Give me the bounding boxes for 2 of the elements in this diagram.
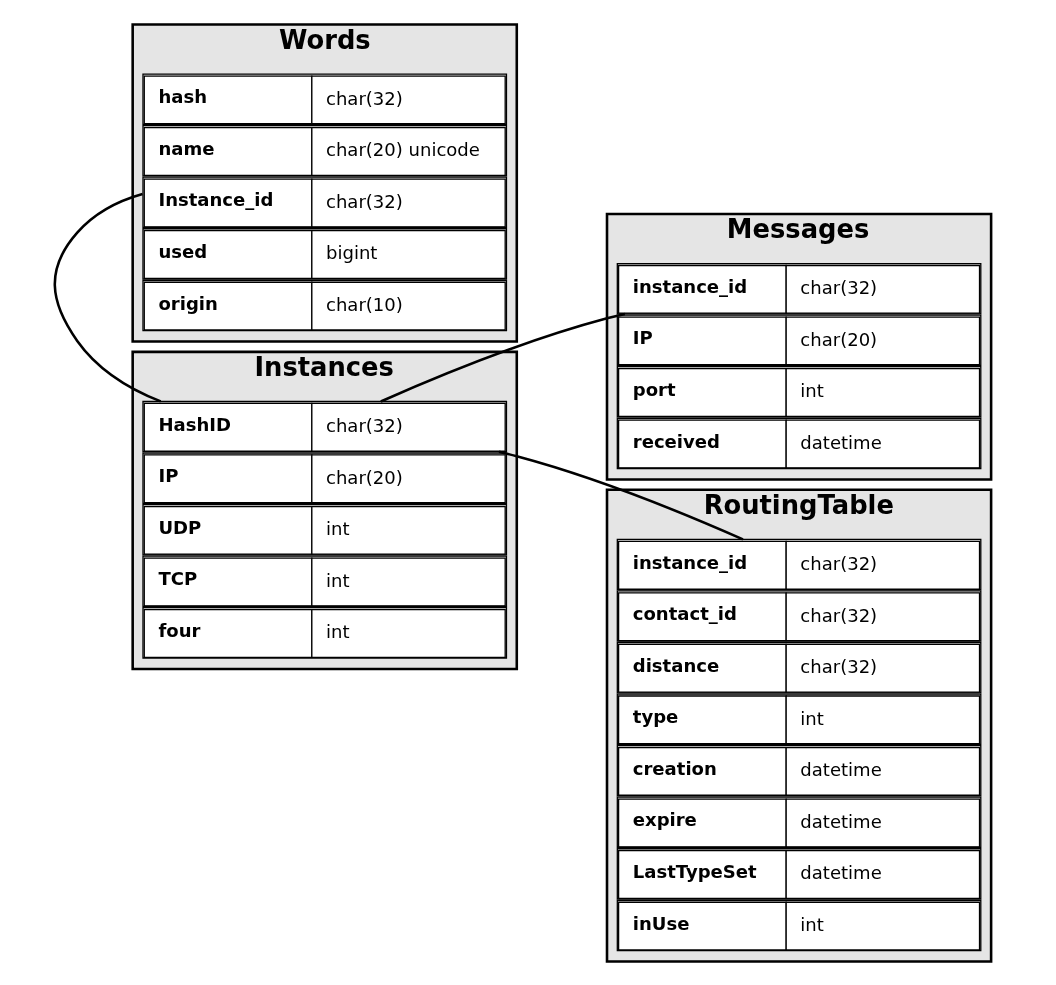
connector [380, 312, 626, 403]
connector [53, 192, 162, 403]
